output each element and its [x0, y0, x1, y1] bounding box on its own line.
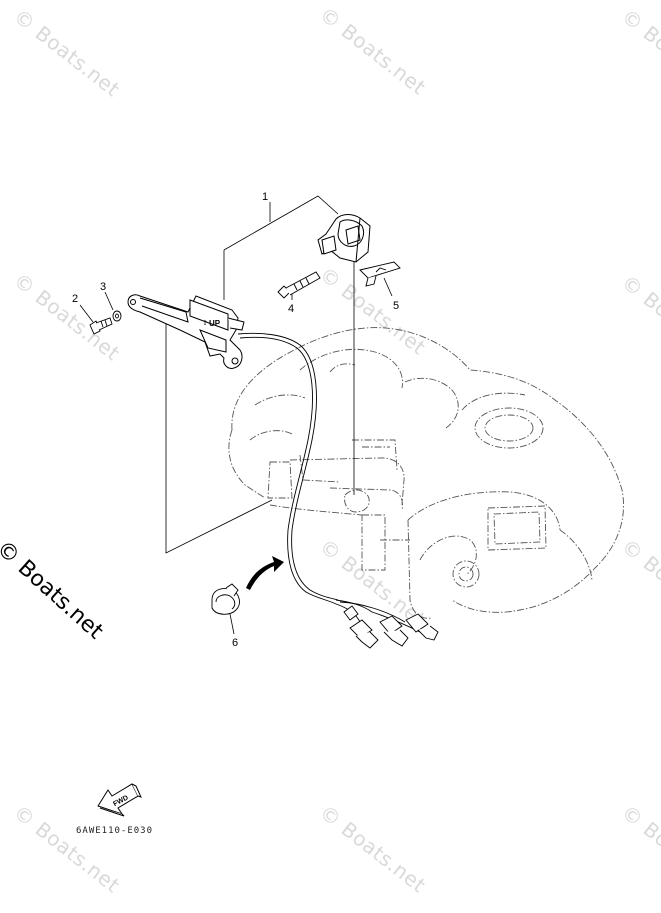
install-arrow — [246, 556, 284, 590]
fwd-arrow-icon: FWD — [97, 783, 142, 817]
screw-part-4 — [277, 271, 321, 299]
callout-1: 1 — [262, 191, 268, 203]
washer-part-3 — [112, 310, 122, 322]
plate-part-5 — [359, 261, 401, 287]
diagram-code: 6AWE110-E030 — [76, 826, 154, 836]
engine-outline — [228, 327, 624, 619]
wire-harness — [237, 332, 421, 633]
callout-2: 2 — [72, 293, 78, 305]
trim-sensor — [317, 214, 371, 263]
svg-text:⇧: ⇧ — [202, 319, 208, 327]
callout-5: 5 — [393, 300, 399, 312]
callout-3: 3 — [100, 281, 106, 293]
trim-switch-assembly: ⇧ UP — [127, 294, 245, 369]
clamp-part-6 — [211, 583, 240, 615]
connectors — [343, 605, 439, 649]
callout-4: 4 — [288, 303, 294, 315]
leader-lines — [79, 195, 393, 635]
switch-up-label: UP — [209, 319, 221, 328]
bolt-part-2 — [89, 317, 113, 335]
callout-6: 6 — [232, 637, 238, 649]
